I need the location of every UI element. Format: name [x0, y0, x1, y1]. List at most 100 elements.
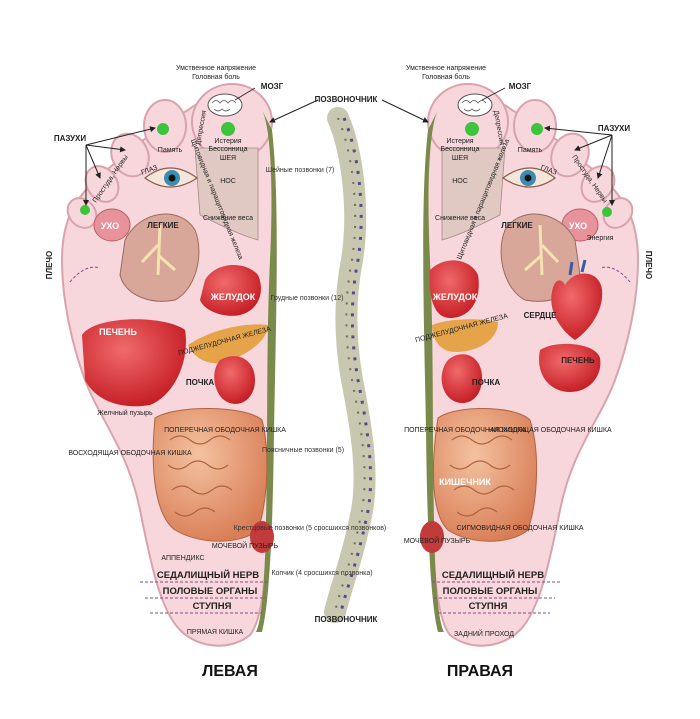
right-mental-label: Умственное напряжение — [406, 65, 486, 72]
right-sciatic-label: СЕДАЛИЩНЫЙ НЕРВ — [442, 569, 544, 581]
right-kidney-icon — [441, 354, 482, 404]
right-point-neck — [465, 122, 479, 136]
right-descending-label: НИСХОДЯЩАЯ ОБОДОЧНАЯ КИШКА — [488, 427, 612, 434]
left-sinus-arrows — [83, 126, 156, 206]
right-point-toe2 — [531, 123, 543, 135]
left-stomach-icon — [200, 264, 261, 316]
right-eye-icon — [501, 167, 556, 188]
left-ear-label: УХО — [101, 221, 119, 231]
right-liver-icon — [539, 343, 601, 392]
left-kidney-icon — [214, 356, 255, 404]
left-mental-label: Умственное напряжение — [176, 65, 256, 72]
right-insomnia-label: Бессонница — [440, 146, 479, 153]
right-bladder-label: МОЧЕВОЙ ПУЗЫРЬ — [404, 536, 471, 545]
right-weight-label: Снижение веса — [435, 215, 485, 222]
left-point-neck — [221, 122, 235, 136]
left-nose-label: НОС — [220, 178, 236, 185]
spine-coccyx-label: Копчик (4 сросшихся позвонка) — [271, 570, 372, 577]
left-point-toe2 — [157, 123, 169, 135]
left-stomach-label: ЖЕЛУДОК — [210, 292, 256, 302]
right-shoulder-label: ПЛЕЧО — [644, 251, 653, 280]
left-ascending-label: ВОСХОДЯЩАЯ ОБОДОЧНАЯ КИШКА — [68, 450, 192, 457]
right-ear-label: УХО — [569, 221, 587, 231]
right-transverse-label: ПОПЕРЕЧНАЯ ОБОДОЧНАЯ КИШКА — [404, 427, 526, 434]
left-toe-3 — [110, 132, 150, 178]
right-shoulder-dash — [599, 266, 631, 283]
right-pancreas-icon — [432, 319, 498, 352]
right-brain-pointer — [481, 87, 506, 101]
right-hysteria-label: Истерия — [446, 138, 473, 145]
right-stomach-icon — [429, 260, 479, 318]
left-foot-label: СТУПНЯ — [193, 601, 232, 612]
left-point-toe5 — [80, 205, 90, 215]
right-foot — [420, 83, 640, 647]
left-pancreas-icon — [188, 324, 268, 364]
left-ear-icon — [93, 208, 131, 242]
left-shoulder-label: ПЛЕЧО — [45, 251, 54, 280]
right-bottom-bands — [432, 581, 560, 614]
left-foot — [60, 83, 277, 647]
spine-cervical-label: Шейные позвонки (7) — [266, 166, 335, 174]
left-gallbladder-label: Желчный пузырь — [97, 409, 153, 417]
right-point-toe5 — [602, 207, 612, 217]
left-memory-label: Память — [158, 147, 183, 154]
right-foot-label: СТУПНЯ — [469, 601, 508, 612]
left-spine-zone — [256, 110, 277, 632]
right-toe-3 — [550, 132, 590, 178]
right-intestine-label: КИШЕЧНИК — [439, 477, 491, 487]
spine-top-label: ПОЗВОНОЧНИК — [315, 95, 378, 104]
left-headache-label: Головная боль — [192, 73, 240, 81]
right-energy-label: Энергия — [587, 235, 614, 242]
right-sinuses-label: ПАЗУХИ — [598, 124, 631, 133]
right-sinus-arrows — [544, 125, 615, 206]
right-thyroid-zone — [441, 147, 506, 241]
left-neck-label: ШЕЯ — [220, 155, 236, 162]
right-anus-label: ЗАДНИЙ ПРОХОД — [454, 629, 514, 638]
spine-arrows — [269, 99, 429, 123]
left-transverse-label: ПОПЕРЕЧНАЯ ОБОДОЧНАЯ КИШКА — [164, 427, 286, 434]
left-sinuses-label: ПАЗУХИ — [54, 134, 87, 143]
left-appendix-label: АППЕНДИКС — [161, 555, 204, 562]
left-brain-icon — [207, 93, 243, 117]
right-bladder-icon — [420, 521, 444, 553]
left-thyroid-zone — [194, 147, 259, 241]
left-shoulder-dash — [69, 266, 101, 283]
spine-icon — [324, 107, 376, 623]
right-memory-label: Память — [518, 147, 543, 154]
right-neck-label: ШЕЯ — [452, 155, 468, 162]
left-brain-pointer — [234, 87, 256, 101]
right-title: ПРАВАЯ — [447, 663, 513, 680]
left-insomnia-label: Бессонница — [208, 146, 247, 153]
left-genitals-label: ПОЛОВЫЕ ОРГАНЫ — [163, 586, 258, 597]
spine-lumbar-label: Поясничные позвонки (5) — [262, 447, 344, 454]
spine-sacral-label: Крестцовые позвонки (5 сросшихся позвонк… — [234, 525, 387, 532]
right-sigmoid-label: СИГМОВИДНАЯ ОБОДОЧНАЯ КИШКА — [456, 525, 583, 532]
right-kidney-label: ПОЧКА — [472, 378, 500, 387]
right-stomach-label: ЖЕЛУДОК — [432, 292, 478, 302]
left-bottom-bands — [140, 581, 268, 614]
right-liver-label: ПЕЧЕНЬ — [561, 356, 595, 365]
left-kidney-label: ПОЧКА — [186, 378, 214, 387]
left-eye-icon — [144, 167, 199, 188]
left-sciatic-label: СЕДАЛИЩНЫЙ НЕРВ — [157, 569, 259, 581]
right-heart-icon — [551, 259, 603, 340]
left-toe-4 — [84, 165, 120, 203]
right-toe-4 — [580, 165, 616, 203]
right-heart-label: СЕРДЦЕ — [524, 311, 557, 320]
left-liver-label: ПЕЧЕНЬ — [99, 327, 137, 337]
left-lungs-label: ЛЕГКИЕ — [147, 221, 179, 230]
left-liver-icon — [82, 319, 186, 407]
right-spine-zone — [423, 110, 444, 632]
left-title: ЛЕВАЯ — [202, 663, 258, 680]
spine-bottom-label: ПОЗВОНОЧНИК — [315, 615, 378, 624]
right-brain-label: МОЗГ — [509, 82, 532, 91]
left-hysteria-label: Истерия — [214, 138, 241, 145]
left-rectum-label: ПРЯМАЯ КИШКА — [187, 629, 244, 636]
right-headache-label: Головная боль — [422, 73, 470, 81]
right-lungs-label: ЛЕГКИЕ — [501, 221, 533, 230]
right-genitals-label: ПОЛОВЫЕ ОРГАНЫ — [443, 586, 538, 597]
left-bladder-label: МОЧЕВОЙ ПУЗЫРЬ — [212, 541, 279, 550]
right-intestine-icon — [432, 408, 538, 542]
left-bladder-icon — [250, 521, 274, 553]
